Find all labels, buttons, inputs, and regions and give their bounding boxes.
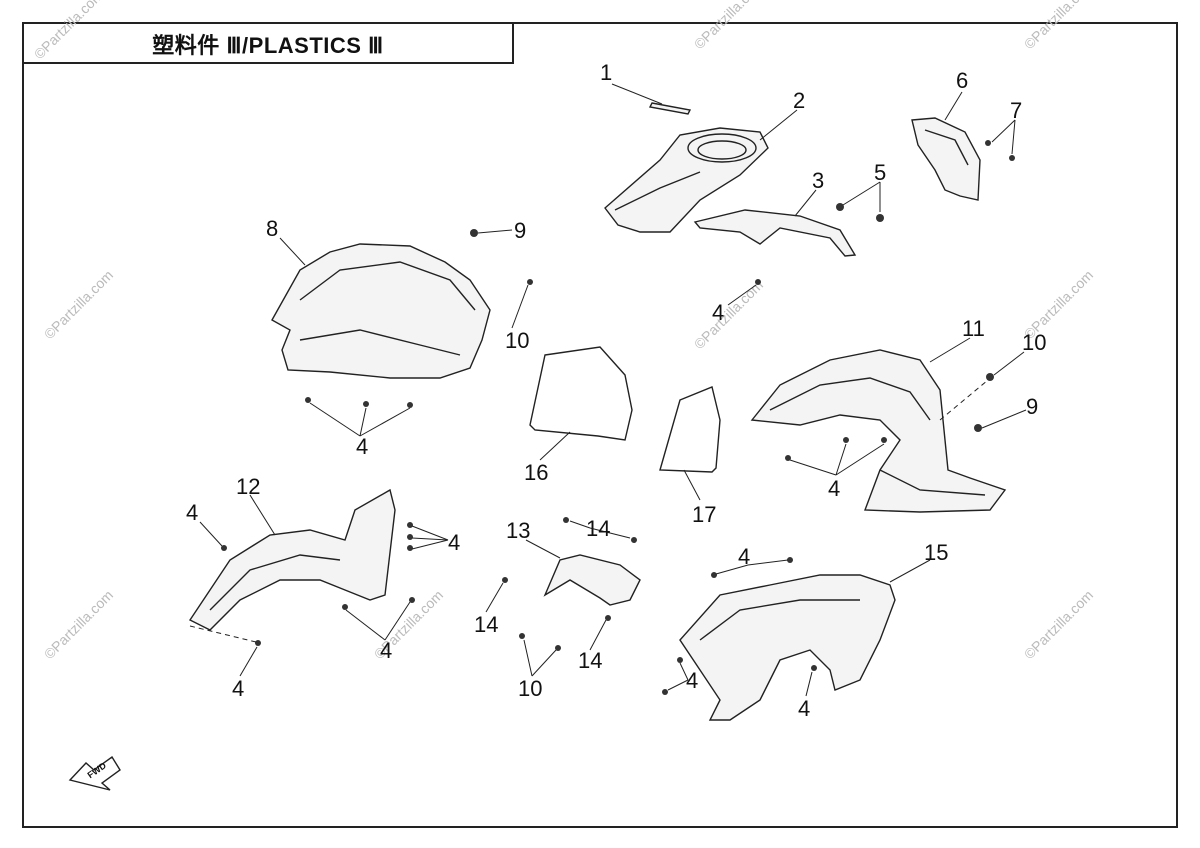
watermark: ©Partzilla.com — [1021, 0, 1096, 52]
part-15-rear-panel — [679, 574, 896, 721]
callout-4: 4 — [686, 668, 698, 693]
callout-2: 2 — [793, 88, 805, 113]
part-6-trim — [911, 117, 981, 201]
callout-4: 4 — [186, 500, 198, 525]
part-8-left-shroud — [271, 243, 491, 379]
callout-6: 6 — [956, 68, 968, 93]
watermark: ©Partzilla.com — [691, 0, 766, 52]
part-11-right-shroud — [750, 349, 1007, 513]
callout-1: 1 — [600, 60, 612, 85]
callout-3: 3 — [812, 168, 824, 193]
callout-14: 14 — [586, 516, 610, 541]
callout-4: 4 — [828, 476, 840, 501]
part-17-screen — [659, 386, 721, 473]
callout-10: 10 — [518, 676, 542, 701]
callout-4: 4 — [232, 676, 244, 701]
part-13-bracket — [543, 554, 641, 606]
callout-14: 14 — [474, 612, 498, 637]
callout-8: 8 — [266, 216, 278, 241]
part-12-side-panel — [188, 488, 396, 631]
callout-4: 4 — [356, 434, 368, 459]
page-title: 塑料件 Ⅲ/PLASTICS Ⅲ — [152, 33, 384, 58]
watermark: ©Partzilla.com — [41, 587, 116, 662]
callout-4: 4 — [798, 696, 810, 721]
part-1-strip — [648, 102, 692, 115]
callout-4: 4 — [712, 300, 724, 325]
callout-7: 7 — [1010, 98, 1022, 123]
callout-4: 4 — [738, 544, 750, 569]
callout-4: 4 — [380, 638, 392, 663]
callout-13: 13 — [506, 518, 530, 543]
watermark: ©Partzilla.com — [41, 267, 116, 342]
callout-9: 9 — [1026, 394, 1038, 419]
drawing-frame — [22, 22, 1178, 828]
part-2-top-cover — [604, 127, 769, 233]
callout-16: 16 — [524, 460, 548, 485]
fwd-arrow-icon: FWD — [68, 755, 121, 791]
watermark: ©Partzilla.com — [691, 277, 766, 352]
fasteners — [221, 140, 1015, 695]
callout-10: 10 — [505, 328, 529, 353]
callout-4: 4 — [448, 530, 460, 555]
leader-lines — [189, 83, 1027, 697]
callout-5: 5 — [874, 160, 886, 185]
part-3-panel — [693, 209, 857, 257]
title-box: 塑料件 Ⅲ/PLASTICS Ⅲ — [22, 22, 514, 64]
callouts: 1 2 3 4 5 6 7 8 9 10 4 11 10 9 16 17 4 1… — [186, 60, 1046, 721]
callout-12: 12 — [236, 474, 260, 499]
part-16-screen — [529, 346, 633, 441]
watermark: ©Partzilla.com — [1021, 587, 1096, 662]
callout-9: 9 — [514, 218, 526, 243]
callout-15: 15 — [924, 540, 948, 565]
fwd-label: FWD — [85, 760, 108, 780]
watermark: ©Partzilla.com — [31, 0, 106, 62]
callout-14: 14 — [578, 648, 602, 673]
callout-10: 10 — [1022, 330, 1046, 355]
callout-11: 11 — [962, 316, 985, 341]
callout-17: 17 — [692, 502, 716, 527]
